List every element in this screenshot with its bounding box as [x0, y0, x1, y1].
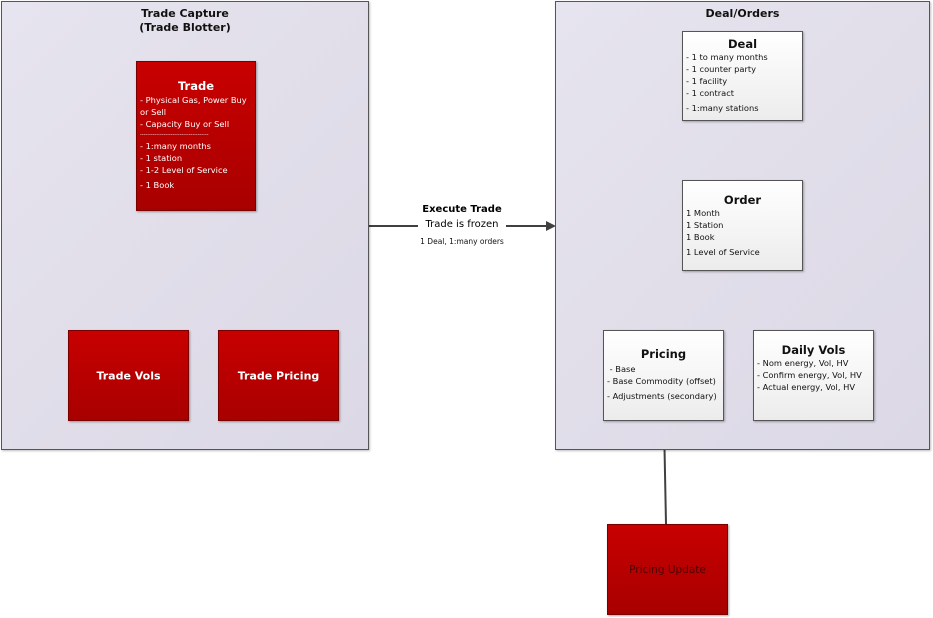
pricing-line: - Adjustments (secondary)	[607, 391, 717, 401]
deal-line: - 1 counter party	[686, 64, 757, 74]
daily-vols-line: - Actual energy, Vol, HV	[757, 382, 856, 392]
pricing-box[interactable]: Pricing - Base - Base Commodity (offset)…	[603, 330, 724, 421]
deal-line: - 1 facility	[686, 76, 728, 86]
order-title: Order	[723, 193, 762, 207]
trade-pricing-box[interactable]: Trade Pricing	[218, 330, 339, 421]
trade-details: - Physical Gas, Power Buy or Sell - Capa…	[140, 94, 252, 191]
execute-trade-label: Execute Trade	[413, 203, 511, 216]
trade-frozen-label: Trade is frozen	[418, 218, 506, 232]
trade-line: - 1-2 Level of Service	[140, 165, 228, 175]
deal-orders-title: Deal/Orders	[705, 7, 780, 20]
trade-pricing-label: Trade Pricing	[237, 369, 320, 382]
trade-line: or Sell	[140, 107, 167, 117]
trade-line: - Physical Gas, Power Buy	[140, 95, 247, 105]
trade-vols-box[interactable]: Trade Vols	[68, 330, 189, 421]
deal-line: - 1 to many months	[686, 52, 768, 62]
order-line: 1 Station	[686, 220, 724, 230]
daily-vols-line: - Nom energy, Vol, HV	[757, 358, 849, 368]
deal-line: - 1:many stations	[686, 103, 759, 113]
deal-orders-note: 1 Deal, 1:many orders	[420, 237, 504, 246]
order-box[interactable]: Order 1 Month 1 Station 1 Book 1 Level o…	[682, 180, 803, 271]
trade-capture-title: Trade Capture (Trade Blotter)	[139, 7, 231, 34]
trade-title: Trade	[177, 79, 215, 93]
order-line: 1 Book	[686, 232, 715, 242]
trade-vols-label: Trade Vols	[96, 369, 161, 382]
daily-vols-title: Daily Vols	[781, 343, 846, 357]
trade-divider: --------------------------------------	[140, 132, 209, 138]
trade-line: - 1:many months	[140, 141, 211, 151]
pricing-title: Pricing	[640, 347, 687, 361]
execute-trade-title: Execute Trade	[422, 204, 502, 215]
trade-line: - 1 station	[140, 153, 183, 163]
trade-line: - 1 Book	[140, 180, 175, 190]
daily-vols-line: - Confirm energy, Vol, HV	[757, 370, 862, 380]
pricing-line: - Base	[607, 364, 636, 374]
trade-box[interactable]: Trade - Physical Gas, Power Buy or Sell …	[136, 61, 256, 211]
pricing-update-label: Pricing Update	[629, 563, 706, 576]
deal-line: - 1 contract	[686, 88, 735, 98]
deal-box[interactable]: Deal - 1 to many months - 1 counter part…	[682, 31, 803, 121]
deal-title: Deal	[727, 37, 758, 51]
daily-vols-box[interactable]: Daily Vols - Nom energy, Vol, HV - Confi…	[753, 330, 874, 421]
pricing-update-box[interactable]: Pricing Update	[607, 524, 728, 615]
order-line: 1 Month	[686, 208, 720, 218]
trade-line: - Capacity Buy or Sell	[140, 119, 230, 129]
order-line: 1 Level of Service	[686, 247, 760, 257]
pricing-line: - Base Commodity (offset)	[607, 376, 716, 386]
